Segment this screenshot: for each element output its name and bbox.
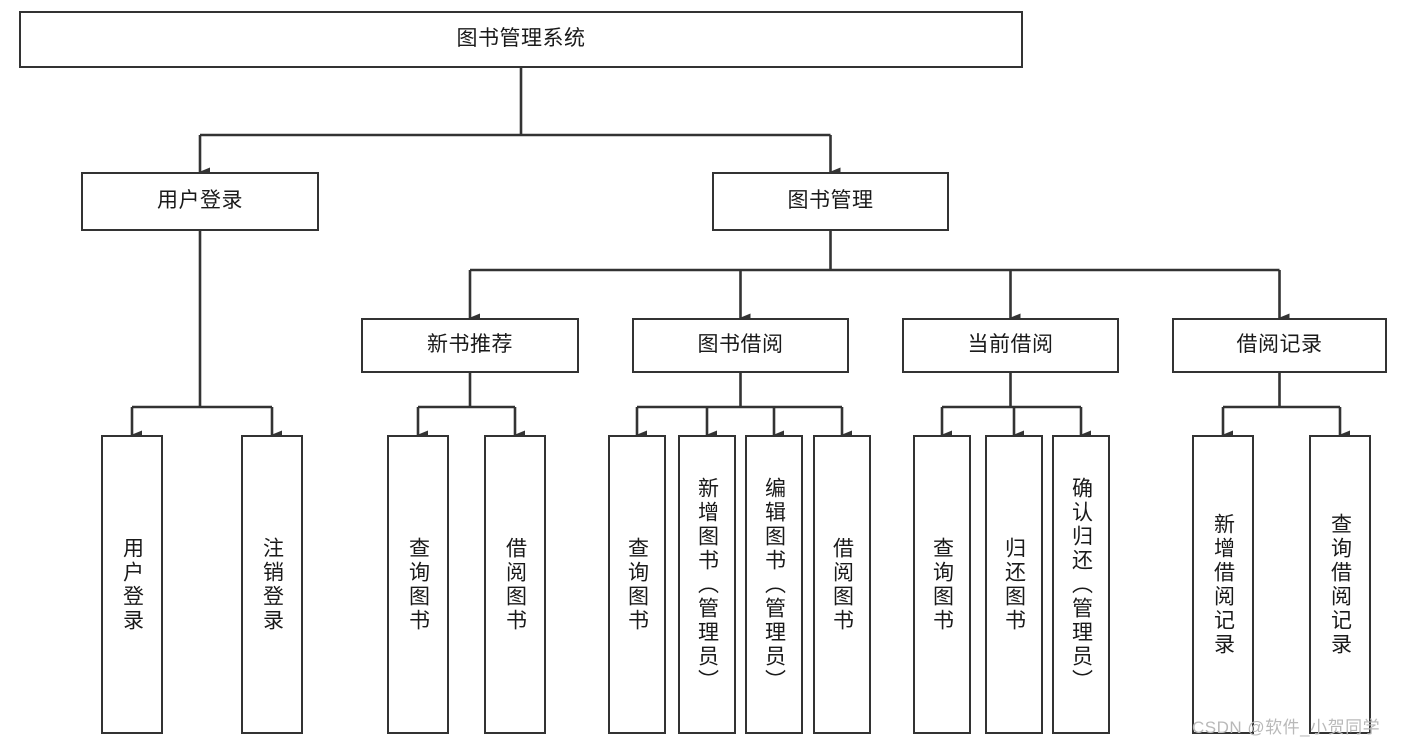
node-label: 查询图书 bbox=[930, 536, 954, 633]
node-book-borrow[interactable]: 图书借阅 bbox=[632, 318, 849, 373]
node-label: 新书推荐 bbox=[427, 333, 513, 357]
node-label: 用户登录 bbox=[157, 189, 243, 213]
node-label: 当前借阅 bbox=[967, 333, 1054, 357]
watermark-text: CSDN @软件_小贺同学 bbox=[1192, 718, 1381, 737]
node-label: 新增图书（管理员） bbox=[695, 476, 719, 693]
node-leaf-user-login[interactable]: 用户登录 bbox=[101, 435, 163, 734]
node-new-book-rec[interactable]: 新书推荐 bbox=[361, 318, 579, 373]
node-label: 图书管理 bbox=[787, 189, 874, 213]
node-label: 确认归还（管理员） bbox=[1069, 476, 1093, 693]
node-leaf-query-record[interactable]: 查询借阅记录 bbox=[1309, 435, 1371, 734]
node-label: 注销登录 bbox=[260, 536, 284, 633]
node-leaf-add-record[interactable]: 新增借阅记录 bbox=[1192, 435, 1254, 734]
node-label: 图书借阅 bbox=[697, 333, 784, 357]
node-leaf-edit-book[interactable]: 编辑图书（管理员） bbox=[745, 435, 803, 734]
node-label: 借阅图书 bbox=[503, 536, 527, 633]
node-leaf-return-book[interactable]: 归还图书 bbox=[985, 435, 1043, 734]
node-book-mgmt[interactable]: 图书管理 bbox=[712, 172, 949, 231]
node-leaf-borrow-book-rec[interactable]: 借阅图书 bbox=[484, 435, 546, 734]
node-label: 查询图书 bbox=[406, 536, 430, 633]
node-label: 图书管理系统 bbox=[456, 27, 586, 51]
edge-group bbox=[130, 68, 1350, 440]
node-leaf-query-book-b[interactable]: 查询图书 bbox=[608, 435, 666, 734]
node-label: 查询图书 bbox=[625, 536, 649, 633]
node-user-login[interactable]: 用户登录 bbox=[81, 172, 319, 231]
node-borrow-record[interactable]: 借阅记录 bbox=[1172, 318, 1387, 373]
node-label: 新增借阅记录 bbox=[1211, 512, 1235, 657]
node-label: 归还图书 bbox=[1002, 536, 1026, 633]
node-root[interactable]: 图书管理系统 bbox=[19, 11, 1023, 68]
node-leaf-add-book[interactable]: 新增图书（管理员） bbox=[678, 435, 736, 734]
node-label: 借阅图书 bbox=[830, 536, 854, 633]
node-leaf-user-logout[interactable]: 注销登录 bbox=[241, 435, 303, 734]
node-label: 编辑图书（管理员） bbox=[762, 476, 786, 693]
node-current-borrow[interactable]: 当前借阅 bbox=[902, 318, 1119, 373]
node-leaf-borrow-book-b[interactable]: 借阅图书 bbox=[813, 435, 871, 734]
node-leaf-query-book-c[interactable]: 查询图书 bbox=[913, 435, 971, 734]
node-leaf-query-book-rec[interactable]: 查询图书 bbox=[387, 435, 449, 734]
node-label: 查询借阅记录 bbox=[1328, 512, 1352, 657]
node-leaf-confirm-return[interactable]: 确认归还（管理员） bbox=[1052, 435, 1110, 734]
node-label: 用户登录 bbox=[120, 536, 144, 633]
node-label: 借阅记录 bbox=[1236, 333, 1323, 357]
